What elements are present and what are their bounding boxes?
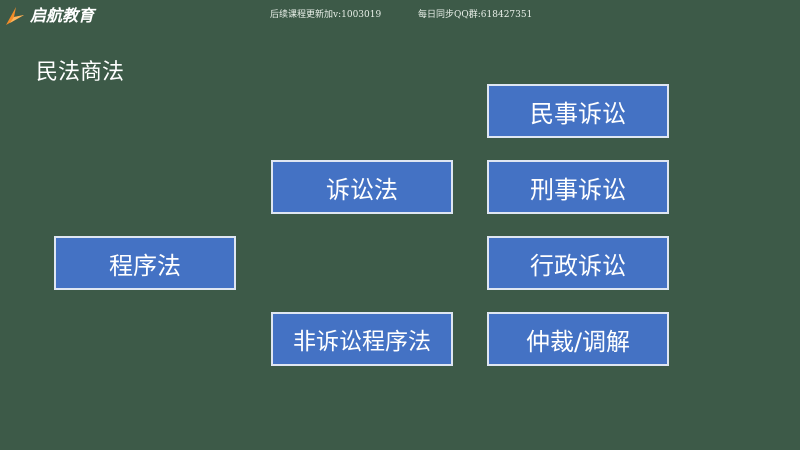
brand-logo: 启航教育 (4, 5, 124, 27)
node-label: 仲裁/调解 (525, 327, 631, 356)
node-label: 刑事诉讼 (530, 175, 626, 204)
node-label: 民事诉讼 (530, 99, 626, 128)
node-label: 程序法 (109, 251, 181, 280)
slide-title: 民法商法 (36, 60, 125, 85)
arrow-swoosh-icon (6, 7, 24, 25)
logo-text: 启航教育 (30, 6, 95, 25)
node-arbitration-mediation: 仲裁/调解 (487, 312, 669, 366)
node-label: 诉讼法 (326, 175, 398, 204)
node-litigation-law: 诉讼法 (271, 160, 453, 214)
node-administrative-litigation: 行政诉讼 (487, 236, 669, 290)
node-civil-litigation: 民事诉讼 (487, 84, 669, 138)
watermark-qq-group: 每日同步QQ群:618427351 (418, 10, 533, 20)
node-label: 行政诉讼 (530, 251, 626, 280)
node-procedural-law: 程序法 (54, 236, 236, 290)
node-label: 非诉讼程序法 (293, 329, 431, 355)
watermark-wechat: 后续课程更新加v:1003019 (270, 10, 382, 20)
node-criminal-litigation: 刑事诉讼 (487, 160, 669, 214)
node-non-litigation-law: 非诉讼程序法 (271, 312, 453, 366)
